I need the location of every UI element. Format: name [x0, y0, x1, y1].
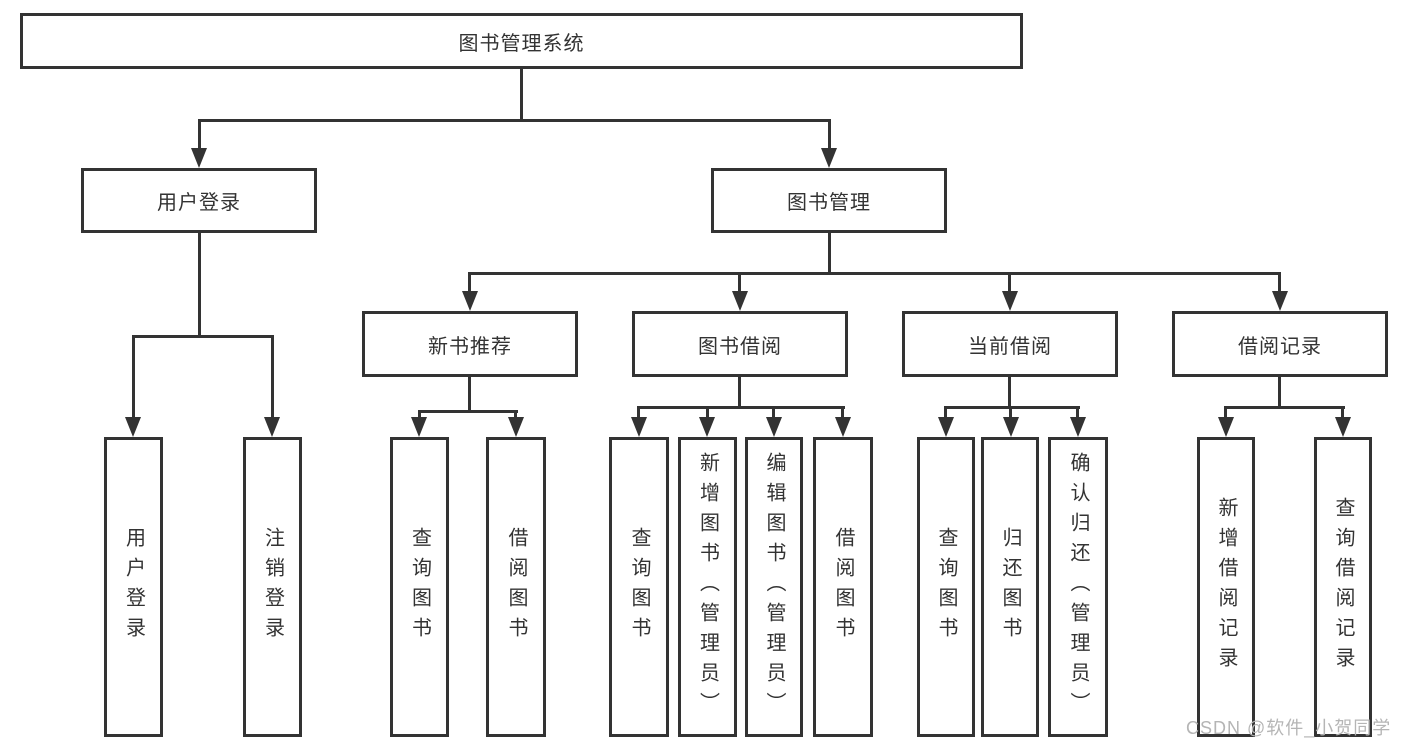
arrow-down-icon — [508, 417, 524, 437]
connector-line — [637, 406, 640, 420]
leaf-borrow-books-recommend: 借阅图书 — [486, 437, 546, 737]
leaf-return-book-label: 归还图书 — [999, 527, 1021, 647]
leaf-query-books-borrow: 查询图书 — [609, 437, 669, 737]
arrow-down-icon — [1272, 291, 1288, 311]
arrow-down-icon — [1218, 417, 1234, 437]
connector-line — [198, 119, 831, 122]
arrow-down-icon — [732, 291, 748, 311]
node-borrow-record: 借阅记录 — [1172, 311, 1388, 377]
leaf-query-books-recommend: 查询图书 — [390, 437, 449, 737]
arrow-down-icon — [1335, 417, 1351, 437]
arrow-down-icon — [1002, 291, 1018, 311]
leaf-confirm-return-admin: 确认归还（管理员） — [1048, 437, 1108, 737]
node-book-borrow-label: 图书借阅 — [698, 335, 782, 358]
leaf-edit-book-admin: 编辑图书（管理员） — [745, 437, 803, 737]
connector-line — [841, 406, 844, 420]
connector-line — [1278, 272, 1281, 295]
connector-line — [1009, 406, 1012, 420]
node-book-management: 图书管理 — [711, 168, 947, 233]
arrow-down-icon — [1003, 417, 1019, 437]
arrow-down-icon — [766, 417, 782, 437]
connector-line — [271, 335, 274, 419]
node-root: 图书管理系统 — [20, 13, 1023, 69]
leaf-add-borrow-record-label: 新增借阅记录 — [1215, 497, 1237, 677]
arrow-down-icon — [1070, 417, 1086, 437]
node-current-borrow: 当前借阅 — [902, 311, 1118, 377]
connector-line — [772, 406, 775, 420]
arrow-down-icon — [125, 417, 141, 437]
connector-line — [468, 377, 471, 413]
connector-line — [1008, 272, 1011, 295]
connector-line — [1278, 377, 1281, 409]
arrow-down-icon — [631, 417, 647, 437]
connector-line — [520, 69, 523, 121]
connector-line — [418, 410, 421, 421]
leaf-query-books-current-label: 查询图书 — [935, 527, 957, 647]
arrow-down-icon — [191, 148, 207, 168]
leaf-confirm-return-admin-label: 确认归还（管理员） — [1067, 452, 1089, 722]
connector-line — [1008, 377, 1011, 409]
leaf-user-login: 用户登录 — [104, 437, 163, 737]
leaf-query-books-borrow-label: 查询图书 — [628, 527, 650, 647]
arrow-down-icon — [821, 148, 837, 168]
arrow-down-icon — [264, 417, 280, 437]
node-user-login: 用户登录 — [81, 168, 317, 233]
leaf-borrow-books-label: 借阅图书 — [832, 527, 854, 647]
leaf-add-book-admin: 新增图书（管理员） — [678, 437, 737, 737]
node-new-book-recommend-label: 新书推荐 — [428, 335, 512, 358]
node-user-login-label: 用户登录 — [157, 192, 241, 214]
leaf-add-borrow-record: 新增借阅记录 — [1197, 437, 1255, 737]
connector-line — [944, 406, 947, 420]
leaf-edit-book-admin-label: 编辑图书（管理员） — [763, 452, 785, 722]
leaf-logout-label: 注销登录 — [261, 527, 284, 647]
connector-line — [1224, 406, 1345, 409]
leaf-return-book: 归还图书 — [981, 437, 1039, 737]
watermark: CSDN @软件_小贺同学 — [1186, 718, 1392, 738]
connector-line — [637, 406, 845, 409]
connector-line — [198, 119, 201, 151]
leaf-borrow-books-recommend-label: 借阅图书 — [505, 527, 527, 647]
connector-line — [1076, 406, 1079, 420]
connector-line — [468, 272, 471, 295]
leaf-query-books-recommend-label: 查询图书 — [408, 527, 431, 647]
arrow-down-icon — [411, 417, 427, 437]
connector-line — [132, 335, 274, 338]
leaf-query-borrow-record: 查询借阅记录 — [1314, 437, 1372, 737]
arrow-down-icon — [938, 417, 954, 437]
leaf-query-books-current: 查询图书 — [917, 437, 975, 737]
node-borrow-record-label: 借阅记录 — [1238, 335, 1322, 358]
connector-line — [944, 406, 1080, 409]
connector-line — [418, 410, 518, 413]
connector-line — [706, 406, 709, 420]
connector-line — [468, 272, 1281, 275]
leaf-borrow-books: 借阅图书 — [813, 437, 873, 737]
leaf-user-login-label: 用户登录 — [122, 527, 145, 647]
connector-line — [1224, 406, 1227, 420]
arrow-down-icon — [835, 417, 851, 437]
leaf-query-borrow-record-label: 查询借阅记录 — [1332, 497, 1354, 677]
connector-line — [738, 272, 741, 295]
leaf-add-book-admin-label: 新增图书（管理员） — [696, 452, 719, 722]
connector-line — [1341, 406, 1344, 420]
node-current-borrow-label: 当前借阅 — [968, 335, 1052, 358]
arrow-down-icon — [699, 417, 715, 437]
node-root-label: 图书管理系统 — [458, 32, 585, 55]
connector-line — [198, 233, 201, 338]
connector-line — [828, 119, 831, 151]
node-new-book-recommend: 新书推荐 — [362, 311, 578, 377]
node-book-management-label: 图书管理 — [787, 192, 871, 214]
connector-line — [132, 335, 135, 419]
connector-line — [738, 377, 741, 409]
connector-line — [828, 233, 831, 275]
node-book-borrow: 图书借阅 — [632, 311, 848, 377]
arrow-down-icon — [462, 291, 478, 311]
connector-line — [514, 410, 517, 421]
leaf-logout: 注销登录 — [243, 437, 302, 737]
